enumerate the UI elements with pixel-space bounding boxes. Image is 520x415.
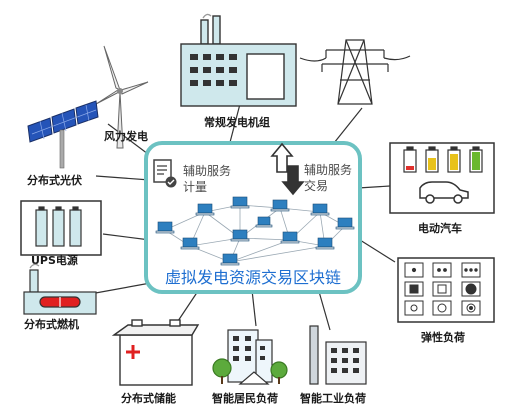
ups-label: UPS电源 — [31, 253, 78, 267]
transmission-tower-icon — [299, 39, 411, 105]
connector-ev — [357, 185, 391, 189]
trading-label-2: 交易 — [304, 178, 328, 193]
wind-label: 风力发电 — [104, 129, 148, 143]
conventional-label: 常规发电机组 — [204, 115, 270, 129]
wind-turbine-icon — [95, 45, 149, 149]
laptop-icon — [230, 229, 250, 242]
ups-battery-icons — [35, 206, 82, 247]
switch-panel-icons — [404, 262, 481, 316]
residential-buildings-icon — [212, 329, 288, 385]
residential-label: 智能居民负荷 — [212, 391, 278, 405]
laptop-icon — [315, 237, 335, 250]
laptop-icon — [255, 216, 273, 228]
storage-label: 分布式储能 — [121, 391, 176, 405]
laptop-icon — [180, 237, 200, 250]
laptop-icon — [220, 253, 240, 266]
industrial-building-icon — [309, 325, 367, 385]
laptop-icon — [155, 221, 175, 234]
industrial-label: 智能工业负荷 — [300, 391, 366, 405]
laptop-icon — [230, 196, 250, 209]
connector-elastic — [359, 239, 396, 263]
elastic-load-label: 弹性负荷 — [421, 330, 465, 344]
connector-ups — [102, 233, 151, 241]
power-plant-icon — [180, 13, 297, 107]
solar-label: 分布式光伏 — [27, 173, 82, 187]
ev-box — [389, 142, 495, 214]
gas-turbine-label: 分布式燃机 — [24, 317, 79, 331]
laptop-icon — [280, 231, 300, 244]
connector-residential — [251, 289, 257, 327]
ups-box — [20, 200, 102, 256]
laptop-icon — [310, 203, 330, 216]
ev-label: 电动汽车 — [418, 221, 462, 235]
connector-solar — [95, 175, 151, 181]
hub-title: 虚拟发电资源交易区块链 — [165, 268, 341, 287]
hub-frame — [144, 141, 362, 294]
laptop-icon — [270, 199, 290, 212]
exchange-arrows-icon — [270, 142, 305, 196]
battery-icons — [403, 146, 483, 173]
document-icon — [153, 159, 177, 188]
laptop-icon — [195, 203, 215, 216]
solar-panel-icon — [27, 100, 99, 169]
blockchain-hub: 辅助服务 计量 辅助服务 交易 虚拟发电资源交易区块链 — [144, 141, 362, 294]
connector-gas — [89, 281, 157, 295]
metering-label-1: 辅助服务 — [183, 163, 231, 178]
connector-industrial — [317, 287, 331, 331]
metering-label-2: 计量 — [183, 180, 207, 194]
laptop-icon — [335, 217, 355, 230]
laptops — [155, 196, 355, 266]
trading-label-1: 辅助服务 — [304, 162, 352, 177]
car-icon — [419, 181, 469, 204]
elastic-load-box — [397, 257, 495, 323]
gas-turbine-icon — [23, 263, 97, 315]
energy-storage-icon — [111, 319, 200, 386]
